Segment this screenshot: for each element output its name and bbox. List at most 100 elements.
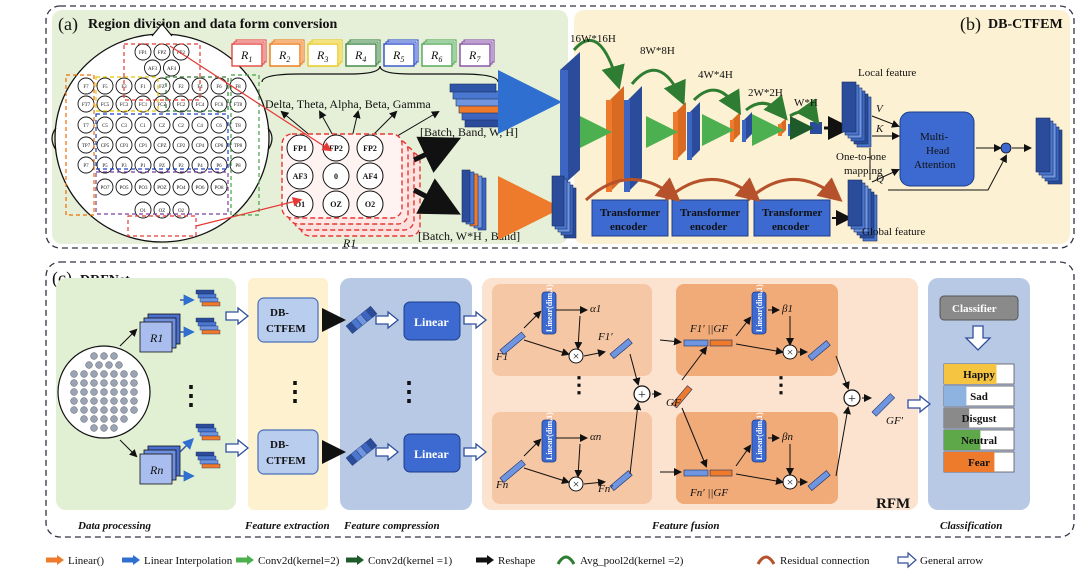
- electrode-label: C5: [102, 124, 108, 129]
- size-label: 4W*4H: [698, 69, 733, 81]
- region-box: [65, 74, 95, 216]
- electrode-label: FP1: [293, 144, 307, 153]
- legend-swatch: [897, 551, 917, 569]
- electrode-label: FT7: [82, 103, 91, 108]
- output-feature-stack: [1035, 117, 1063, 185]
- region-box: [123, 43, 201, 101]
- panel-a-tag: (a): [58, 14, 78, 35]
- electrode-label: FPZ: [158, 51, 167, 56]
- region-box: [95, 113, 229, 170]
- tensor-slice: [201, 301, 221, 307]
- linear-dim-label: Linear(dim,1): [545, 412, 554, 460]
- electrode-dot: [110, 397, 118, 405]
- f1gf-label: F1′ ||GF: [689, 323, 728, 335]
- electrode: [115, 178, 133, 196]
- tensor-slice: [461, 169, 471, 223]
- gf-label: GF: [666, 397, 681, 409]
- electrode-label: P7: [83, 164, 89, 169]
- electrode-dot: [90, 352, 98, 360]
- flow-arrow: [583, 478, 606, 487]
- flow-arrow: [681, 346, 708, 381]
- electrode-dot: [120, 370, 128, 378]
- flow-arrow: [523, 339, 570, 356]
- electrode-label: P3: [121, 164, 127, 169]
- global-input-stack: [551, 175, 577, 239]
- electrode: [229, 156, 247, 174]
- electrode-dot: [100, 379, 108, 387]
- electrode: [96, 95, 114, 113]
- electrode-label: P6: [216, 164, 222, 169]
- region-arrow: [119, 439, 138, 458]
- electrode: [172, 77, 190, 95]
- emotion-label: Sad: [970, 391, 988, 403]
- shape-bwh-label: [Batch, Band, W, H]: [420, 125, 518, 139]
- electrode-label: POZ: [157, 186, 166, 191]
- feature-vector: [671, 385, 693, 409]
- electrode: [229, 77, 247, 95]
- betan-label: βn: [781, 431, 793, 443]
- electrode-dot: [90, 388, 98, 396]
- electrode: [153, 136, 171, 154]
- feature-vector: [609, 338, 633, 360]
- electrode-label: PO5: [120, 186, 129, 191]
- electrode-label: C3: [121, 124, 127, 129]
- region-arrow: [119, 328, 138, 347]
- r1-stack: [139, 313, 181, 353]
- tensor-slice: [449, 83, 497, 93]
- transformer-label: Transformer: [762, 207, 822, 219]
- tensor-slice: [197, 293, 217, 299]
- tensor-slice: [199, 297, 219, 303]
- legend-swatch: [133, 555, 140, 565]
- electrode-label: C1: [140, 124, 146, 129]
- general-arrow: [907, 394, 932, 414]
- small-arrow: [179, 438, 194, 453]
- electrode-label: PO3: [139, 186, 148, 191]
- electrode: [153, 178, 171, 196]
- bottom-dashed-frame: [45, 261, 1075, 538]
- one-to-one-label: One-to-one: [836, 151, 886, 163]
- electrode-dot: [110, 379, 118, 387]
- electrode: [153, 201, 171, 219]
- bands-brace: [261, 65, 499, 83]
- concat-vector: [709, 469, 733, 477]
- multiply-symbol: ×: [573, 349, 580, 363]
- electrode-dot: [80, 415, 88, 423]
- electrode: [96, 136, 114, 154]
- electrode-label: FP2: [329, 144, 343, 153]
- panel-a-title: Region division and data form conversion: [88, 17, 338, 32]
- electrode-dot: [80, 406, 88, 414]
- flow-arrow: [574, 443, 583, 478]
- electrode-label: PZ: [159, 164, 165, 169]
- classifier-label: Classifier: [952, 303, 997, 315]
- transformer-label: encoder: [690, 221, 727, 233]
- region-card: [345, 43, 377, 67]
- electrode: [210, 116, 228, 134]
- region-card: [383, 43, 415, 67]
- residual-line: [888, 154, 1007, 191]
- electrode: [229, 136, 247, 154]
- electrode-dot: [110, 424, 118, 432]
- r1-caption: R1: [342, 236, 356, 250]
- electrode-label: AF4: [167, 67, 176, 72]
- electrode-label: FP1: [139, 51, 148, 56]
- electrode: [210, 95, 228, 113]
- rn-stack: [139, 445, 181, 485]
- electrode-label: OZ: [159, 209, 166, 214]
- mha-label: Head: [926, 145, 950, 157]
- electrode-dot: [130, 406, 138, 414]
- general-arrows: [225, 306, 992, 462]
- electrode-dot: [120, 379, 128, 387]
- emotion-label: Disgust: [962, 413, 997, 425]
- small-head: [57, 345, 151, 439]
- global-feature-label: Global feature: [862, 226, 925, 238]
- tensor-slice: [197, 321, 217, 327]
- electrode-label: FC3: [120, 103, 129, 108]
- section-caption: Feature fusion: [651, 520, 720, 532]
- feature-vector: [499, 331, 526, 356]
- tensor-slice: [195, 451, 215, 457]
- tensor-slice: [201, 329, 221, 335]
- legend-label: Conv2d(kernel=2): [258, 555, 340, 567]
- local-feature-label: Local feature: [858, 67, 916, 79]
- flow-arrow: [835, 406, 851, 477]
- electrode-label: C6: [216, 124, 222, 129]
